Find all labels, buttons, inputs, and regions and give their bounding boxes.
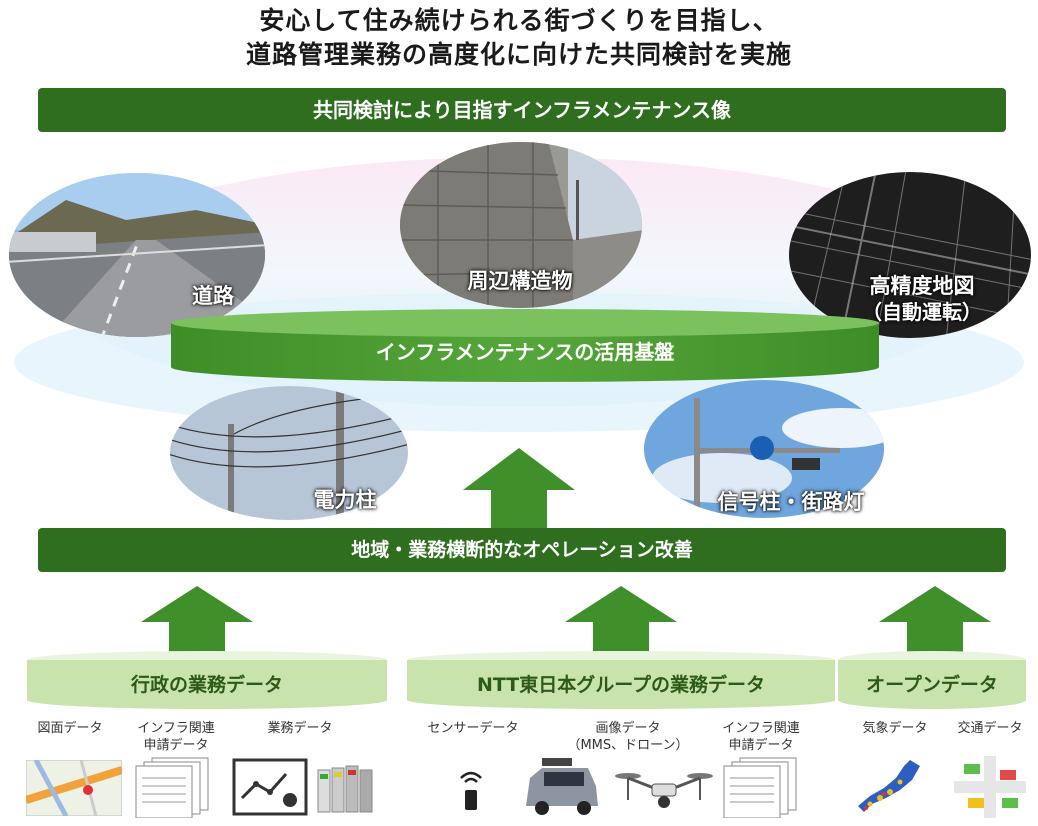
map-icon: [26, 760, 122, 816]
road-photo: [9, 173, 265, 337]
label-weather-data: 気象データ: [862, 721, 928, 736]
label-traffic-data: 交通データ: [957, 721, 1023, 736]
signal-pole-photo: [644, 380, 884, 518]
label-image-data: 画像データ: [595, 721, 661, 736]
platform-label: インフラメンテナンスの活用基盤: [375, 340, 675, 364]
label-ntt-application-data: 申請データ: [728, 738, 794, 753]
surrounding-structures-label: 周辺構造物: [467, 269, 573, 293]
source-title-government: 行政の業務データ: [130, 674, 283, 696]
sensor-icon: [460, 771, 482, 810]
utility-pole-photo: [170, 386, 408, 520]
up-arrow-right: [879, 586, 991, 654]
label-drawing-data: 図面データ: [37, 721, 103, 736]
title-line-2: 道路管理業務の高度化に向けた共同検討を実施: [245, 40, 792, 69]
operation-bar: 地域・業務横断的なオペレーション改善: [38, 528, 1006, 572]
application-form-icon: [135, 757, 209, 818]
title-line-1: 安心して住み続けられる街づくりを目指し、: [259, 6, 779, 35]
label-application-data: 申請データ: [143, 738, 209, 753]
label-sensor-data: センサーデータ: [427, 721, 519, 736]
up-arrow-left: [141, 586, 253, 654]
hd-map-label: 高精度地図: [869, 274, 975, 298]
traffic-icon: [954, 756, 1026, 818]
dashboard-icon: [232, 758, 308, 816]
source-title-open-data: オープンデータ: [866, 674, 998, 696]
hd-map-photo: [789, 172, 1031, 338]
label-business-data: 業務データ: [267, 721, 333, 736]
signal-pole-label: 信号柱・街路灯: [717, 490, 865, 514]
ntt-application-form-icon: [723, 757, 797, 818]
weather-map-icon: [850, 752, 940, 818]
drone-icon: [615, 773, 713, 808]
source-title-ntt: NTT東日本グループの業務データ: [476, 674, 766, 696]
mms-vehicle-icon: [526, 758, 598, 815]
label-infra-related: インフラ関連: [137, 721, 215, 736]
vision-bar: 共同検討により目指すインフラメンテナンス像: [38, 88, 1006, 132]
label-image-data-sub: （MMS、ドローン）: [567, 738, 689, 753]
label-ntt-infra-related: インフラ関連: [722, 721, 800, 736]
hd-map-sublabel: （自動運転）: [862, 300, 982, 324]
up-arrow-center: [565, 586, 677, 654]
binders-icon: [317, 765, 373, 813]
road-label: 道路: [192, 284, 234, 308]
surrounding-structures-photo: [400, 142, 642, 308]
platform-cylinder: [171, 309, 879, 382]
data-source-cylinders: [27, 651, 1026, 709]
utility-pole-label: 電力柱: [313, 488, 377, 512]
central-up-arrow: [463, 448, 575, 528]
